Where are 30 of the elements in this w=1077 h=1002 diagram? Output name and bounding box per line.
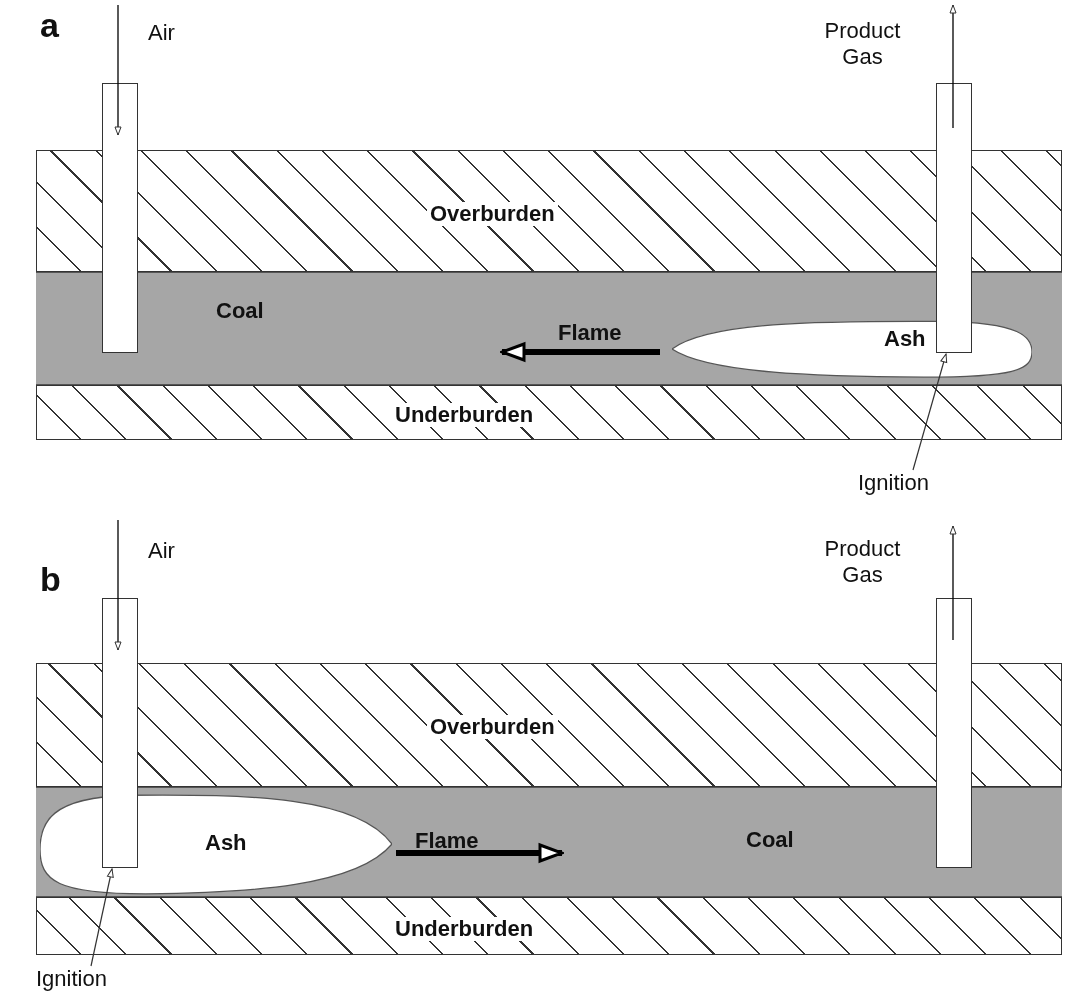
ash-cavity	[672, 319, 1032, 379]
region-label: Ash	[205, 832, 247, 854]
flow-label: Product Gas	[823, 536, 902, 588]
leader-line	[90, 868, 114, 967]
panel-letter: a	[40, 8, 59, 42]
layer-label: Coal	[216, 300, 264, 322]
rock-layer	[36, 385, 1062, 440]
well-pipe	[936, 598, 972, 868]
well-pipe	[936, 83, 972, 353]
rock-layer	[36, 150, 1062, 272]
flame-label: Flame	[558, 322, 622, 344]
callout-label: Ignition	[36, 968, 107, 990]
leader-line	[912, 353, 948, 471]
coal-seam	[36, 272, 1062, 385]
flame-label: Flame	[415, 830, 479, 852]
rock-layer	[36, 897, 1062, 955]
panel-letter: b	[40, 562, 61, 596]
ash-cavity	[40, 791, 392, 897]
rock-layer	[36, 663, 1062, 787]
region-label: Ash	[884, 328, 926, 350]
layer-label: Overburden	[427, 715, 558, 739]
flow-label: Air	[148, 540, 175, 562]
layer-label: Overburden	[427, 202, 558, 226]
well-pipe	[102, 83, 138, 353]
well-pipe	[102, 598, 138, 868]
callout-label: Ignition	[858, 472, 929, 494]
flow-label: Product Gas	[823, 18, 902, 70]
layer-label: Coal	[746, 829, 794, 851]
coal-seam	[36, 787, 1062, 897]
flow-label: Air	[148, 22, 175, 44]
